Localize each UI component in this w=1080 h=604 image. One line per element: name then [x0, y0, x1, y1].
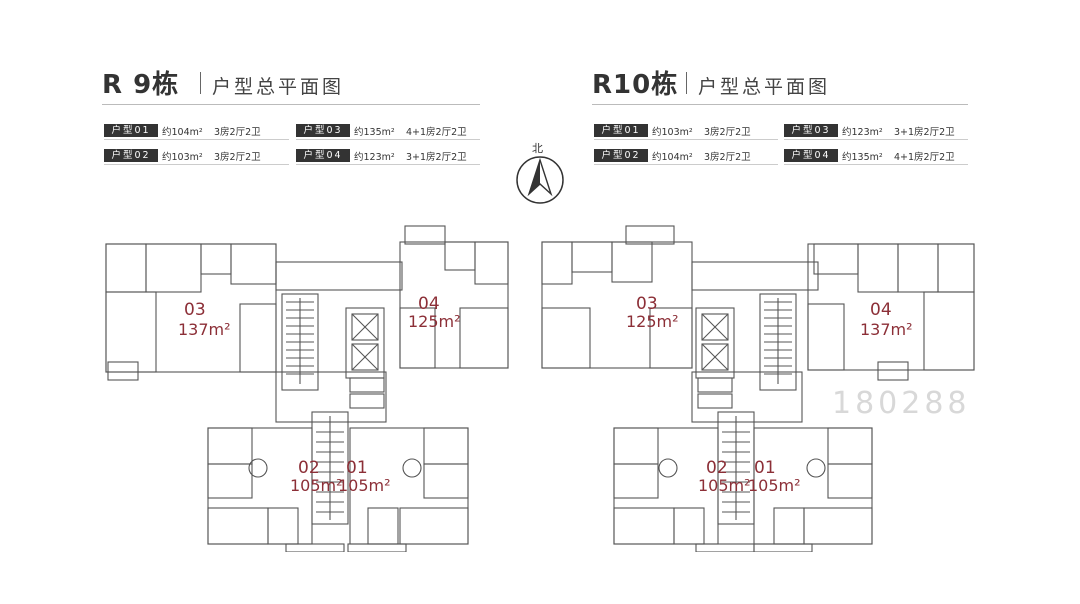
r10-floor-plan: [541, 225, 975, 552]
unit-area: 约123m²: [354, 151, 395, 163]
unit-area: 约104m²: [652, 151, 693, 163]
unit-tag: 户型03: [784, 124, 838, 137]
r10-unit-02-id: 02: [706, 458, 728, 478]
unit-tag: 户型01: [104, 124, 158, 137]
unit-rooms: 3+1房2厅2卫: [406, 151, 467, 163]
row-divider: [784, 164, 968, 165]
r9-unit-03-id: 03: [184, 300, 206, 320]
r9-unit-row: 户型02 约103m² 3房2厅2卫: [104, 149, 290, 163]
row-divider: [296, 164, 480, 165]
r9-unit-row: 户型01 约104m² 3房2厅2卫: [104, 124, 290, 138]
unit-tag: 户型02: [594, 149, 648, 162]
row-divider: [104, 139, 289, 140]
r10-unit-03-area: 125m²: [626, 312, 679, 331]
unit-tag: 户型03: [296, 124, 350, 137]
row-divider: [296, 139, 480, 140]
r10-unit-01-id: 01: [754, 458, 776, 478]
r10-unit-row: 户型04 约135m² 4+1房2厅2卫: [784, 149, 970, 163]
compass-label: 北: [532, 142, 543, 155]
r10-unit-02-area: 105m²: [698, 476, 751, 495]
r9-title: R 9栋: [102, 70, 180, 100]
r9-unit-03-area: 137m²: [178, 320, 231, 339]
r9-unit-row: 户型04 约123m² 3+1房2厅2卫: [296, 149, 482, 163]
compass-icon: [516, 156, 564, 204]
unit-tag: 户型01: [594, 124, 648, 137]
r10-rule: [592, 104, 968, 105]
unit-area: 约103m²: [162, 151, 203, 163]
unit-area: 约135m²: [842, 151, 883, 163]
unit-rooms: 3房2厅2卫: [214, 126, 261, 138]
unit-rooms: 3房2厅2卫: [704, 151, 751, 163]
r9-unit-01-area: 105m²: [338, 476, 391, 495]
unit-tag: 户型04: [296, 149, 350, 162]
unit-rooms: 3房2厅2卫: [704, 126, 751, 138]
unit-rooms: 4+1房2厅2卫: [894, 151, 955, 163]
r9-title-separator: [200, 72, 201, 94]
r10-unit-row: 户型02 约104m² 3房2厅2卫: [594, 149, 780, 163]
r10-title: R10栋: [592, 70, 679, 100]
r10-subtitle: 户型总平面图: [698, 76, 831, 98]
unit-rooms: 3+1房2厅2卫: [894, 126, 955, 138]
r9-unit-02-area: 105m²: [290, 476, 343, 495]
row-divider: [784, 139, 968, 140]
unit-area: 约104m²: [162, 126, 203, 138]
unit-rooms: 3房2厅2卫: [214, 151, 261, 163]
r10-unit-row: 户型01 约103m² 3房2厅2卫: [594, 124, 780, 138]
r10-unit-row: 户型03 约123m² 3+1房2厅2卫: [784, 124, 970, 138]
unit-tag: 户型02: [104, 149, 158, 162]
r9-floor-plan: [105, 225, 509, 552]
r9-unit-04-id: 04: [418, 294, 440, 314]
unit-rooms: 4+1房2厅2卫: [406, 126, 467, 138]
r10-title-separator: [686, 72, 687, 94]
r10-unit-03-id: 03: [636, 294, 658, 314]
r9-unit-row: 户型03 约135m² 4+1房2厅2卫: [296, 124, 482, 138]
unit-area: 约135m²: [354, 126, 395, 138]
r9-unit-04-area: 125m²: [408, 312, 461, 331]
r9-subtitle: 户型总平面图: [212, 76, 345, 98]
row-divider: [594, 139, 778, 140]
r10-unit-01-area: 105m²: [748, 476, 801, 495]
watermark: 180288: [832, 386, 971, 421]
unit-area: 约103m²: [652, 126, 693, 138]
row-divider: [594, 164, 778, 165]
row-divider: [104, 164, 289, 165]
r9-rule: [102, 104, 480, 105]
r10-unit-04-id: 04: [870, 300, 892, 320]
r9-unit-02-id: 02: [298, 458, 320, 478]
unit-tag: 户型04: [784, 149, 838, 162]
unit-area: 约123m²: [842, 126, 883, 138]
r10-unit-04-area: 137m²: [860, 320, 913, 339]
r9-unit-01-id: 01: [346, 458, 368, 478]
